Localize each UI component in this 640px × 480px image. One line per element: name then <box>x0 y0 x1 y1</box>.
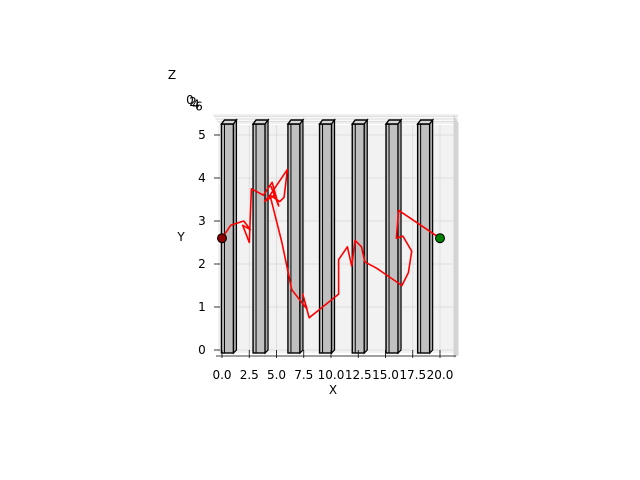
obstacle-side-face <box>330 118 336 355</box>
obstacle-pillar <box>318 118 336 355</box>
obstacle-side-face <box>299 118 304 355</box>
obstacle-front-face <box>416 123 431 354</box>
x-axis-label: X <box>329 383 337 397</box>
y-tick-label: 1 <box>198 300 206 314</box>
obstacle-pillar <box>286 118 305 355</box>
obstacle-side-face <box>264 118 269 355</box>
y-tick-label: 5 <box>198 128 206 142</box>
x-tick-label: 10.0 <box>318 368 345 382</box>
z-tick-label: 0 <box>186 93 194 107</box>
obstacle-front-face <box>318 123 333 354</box>
y-tick-label: 0 <box>198 343 206 357</box>
x-tick-label: 2.5 <box>240 368 259 382</box>
path-group <box>221 168 441 319</box>
x-tick-label: 17.5 <box>399 368 426 382</box>
obstacle-side-face <box>429 118 434 355</box>
x-tick-label: 0.0 <box>212 368 231 382</box>
obstacle-front-face <box>252 123 266 354</box>
start-marker <box>217 233 227 244</box>
x-tick-label: 20.0 <box>427 368 454 382</box>
z-tick-label: 2 <box>189 95 197 109</box>
x-tick-label: 15.0 <box>372 368 399 382</box>
y-tick-label: 3 <box>198 214 206 228</box>
y-tick-label: 2 <box>198 257 206 271</box>
y-axis-label: Y <box>176 230 185 244</box>
z-axis-label: Z <box>168 68 176 82</box>
obstacle-pillar <box>384 118 403 355</box>
obstacle-front-face <box>287 123 301 354</box>
goal-marker <box>435 233 445 244</box>
obstacle-pillar <box>416 118 435 355</box>
x-tick-label: 7.5 <box>294 368 313 382</box>
y-tick-label: 4 <box>198 171 206 185</box>
path-line <box>221 168 441 319</box>
marker-group <box>217 233 445 244</box>
obstacle-side-face <box>363 118 368 355</box>
obstacle-pillar <box>350 118 369 355</box>
z-tick-label: 4 <box>192 97 200 111</box>
x-tick-label: 5.0 <box>267 368 286 382</box>
obstacle-side-face <box>232 118 238 355</box>
x-tick-label: 12.5 <box>345 368 372 382</box>
obstacle-pillar <box>251 118 270 355</box>
obstacle-front-face <box>351 123 365 354</box>
z-tick-label: 6 <box>195 100 203 114</box>
